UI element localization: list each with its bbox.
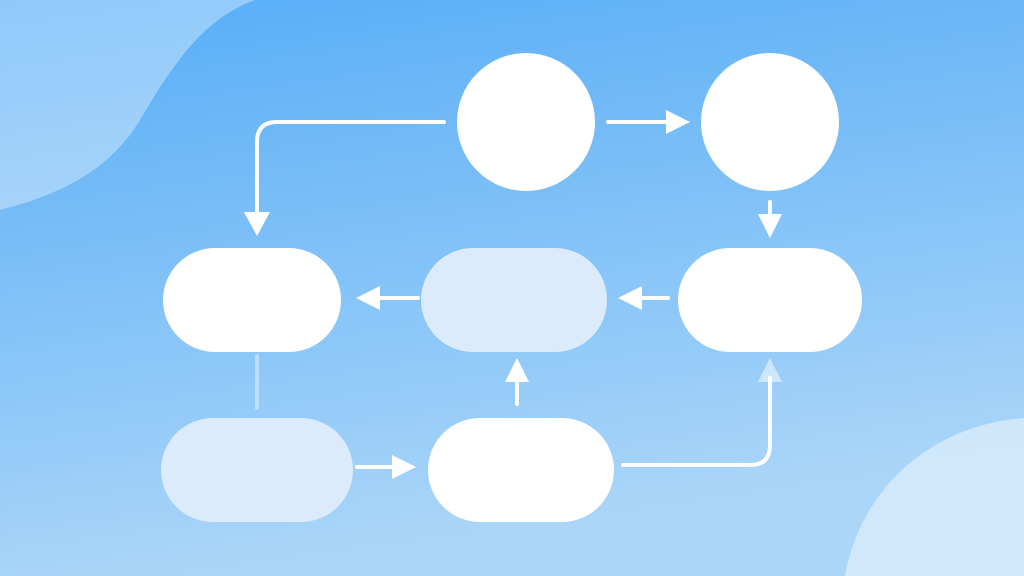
arrowhead-up-icon [758,358,782,382]
node-pill-middle-right[interactable] [678,248,862,352]
arrowhead-left-icon [618,286,642,310]
arrowhead-right-icon [666,110,690,134]
arrowhead-down-icon [244,212,270,236]
connector-bottom-center-to-right [621,376,772,467]
node-pill-bottom-center[interactable] [428,418,614,522]
connector-circle-to-pill-left [255,120,446,224]
arrowhead-left-icon [356,286,380,310]
node-pill-bottom-left[interactable] [161,418,353,522]
node-circle-top-left[interactable] [457,53,595,191]
node-pill-middle-left[interactable] [163,248,341,352]
node-circle-top-right[interactable] [701,53,839,191]
arrowhead-right-icon [392,455,416,479]
node-pill-middle-center[interactable] [421,248,607,352]
arrowhead-up-icon [505,358,529,382]
arrowhead-down-icon [758,214,782,238]
decorative-blob-top-left [0,0,255,210]
decorative-blob-bottom-right [845,418,1024,576]
